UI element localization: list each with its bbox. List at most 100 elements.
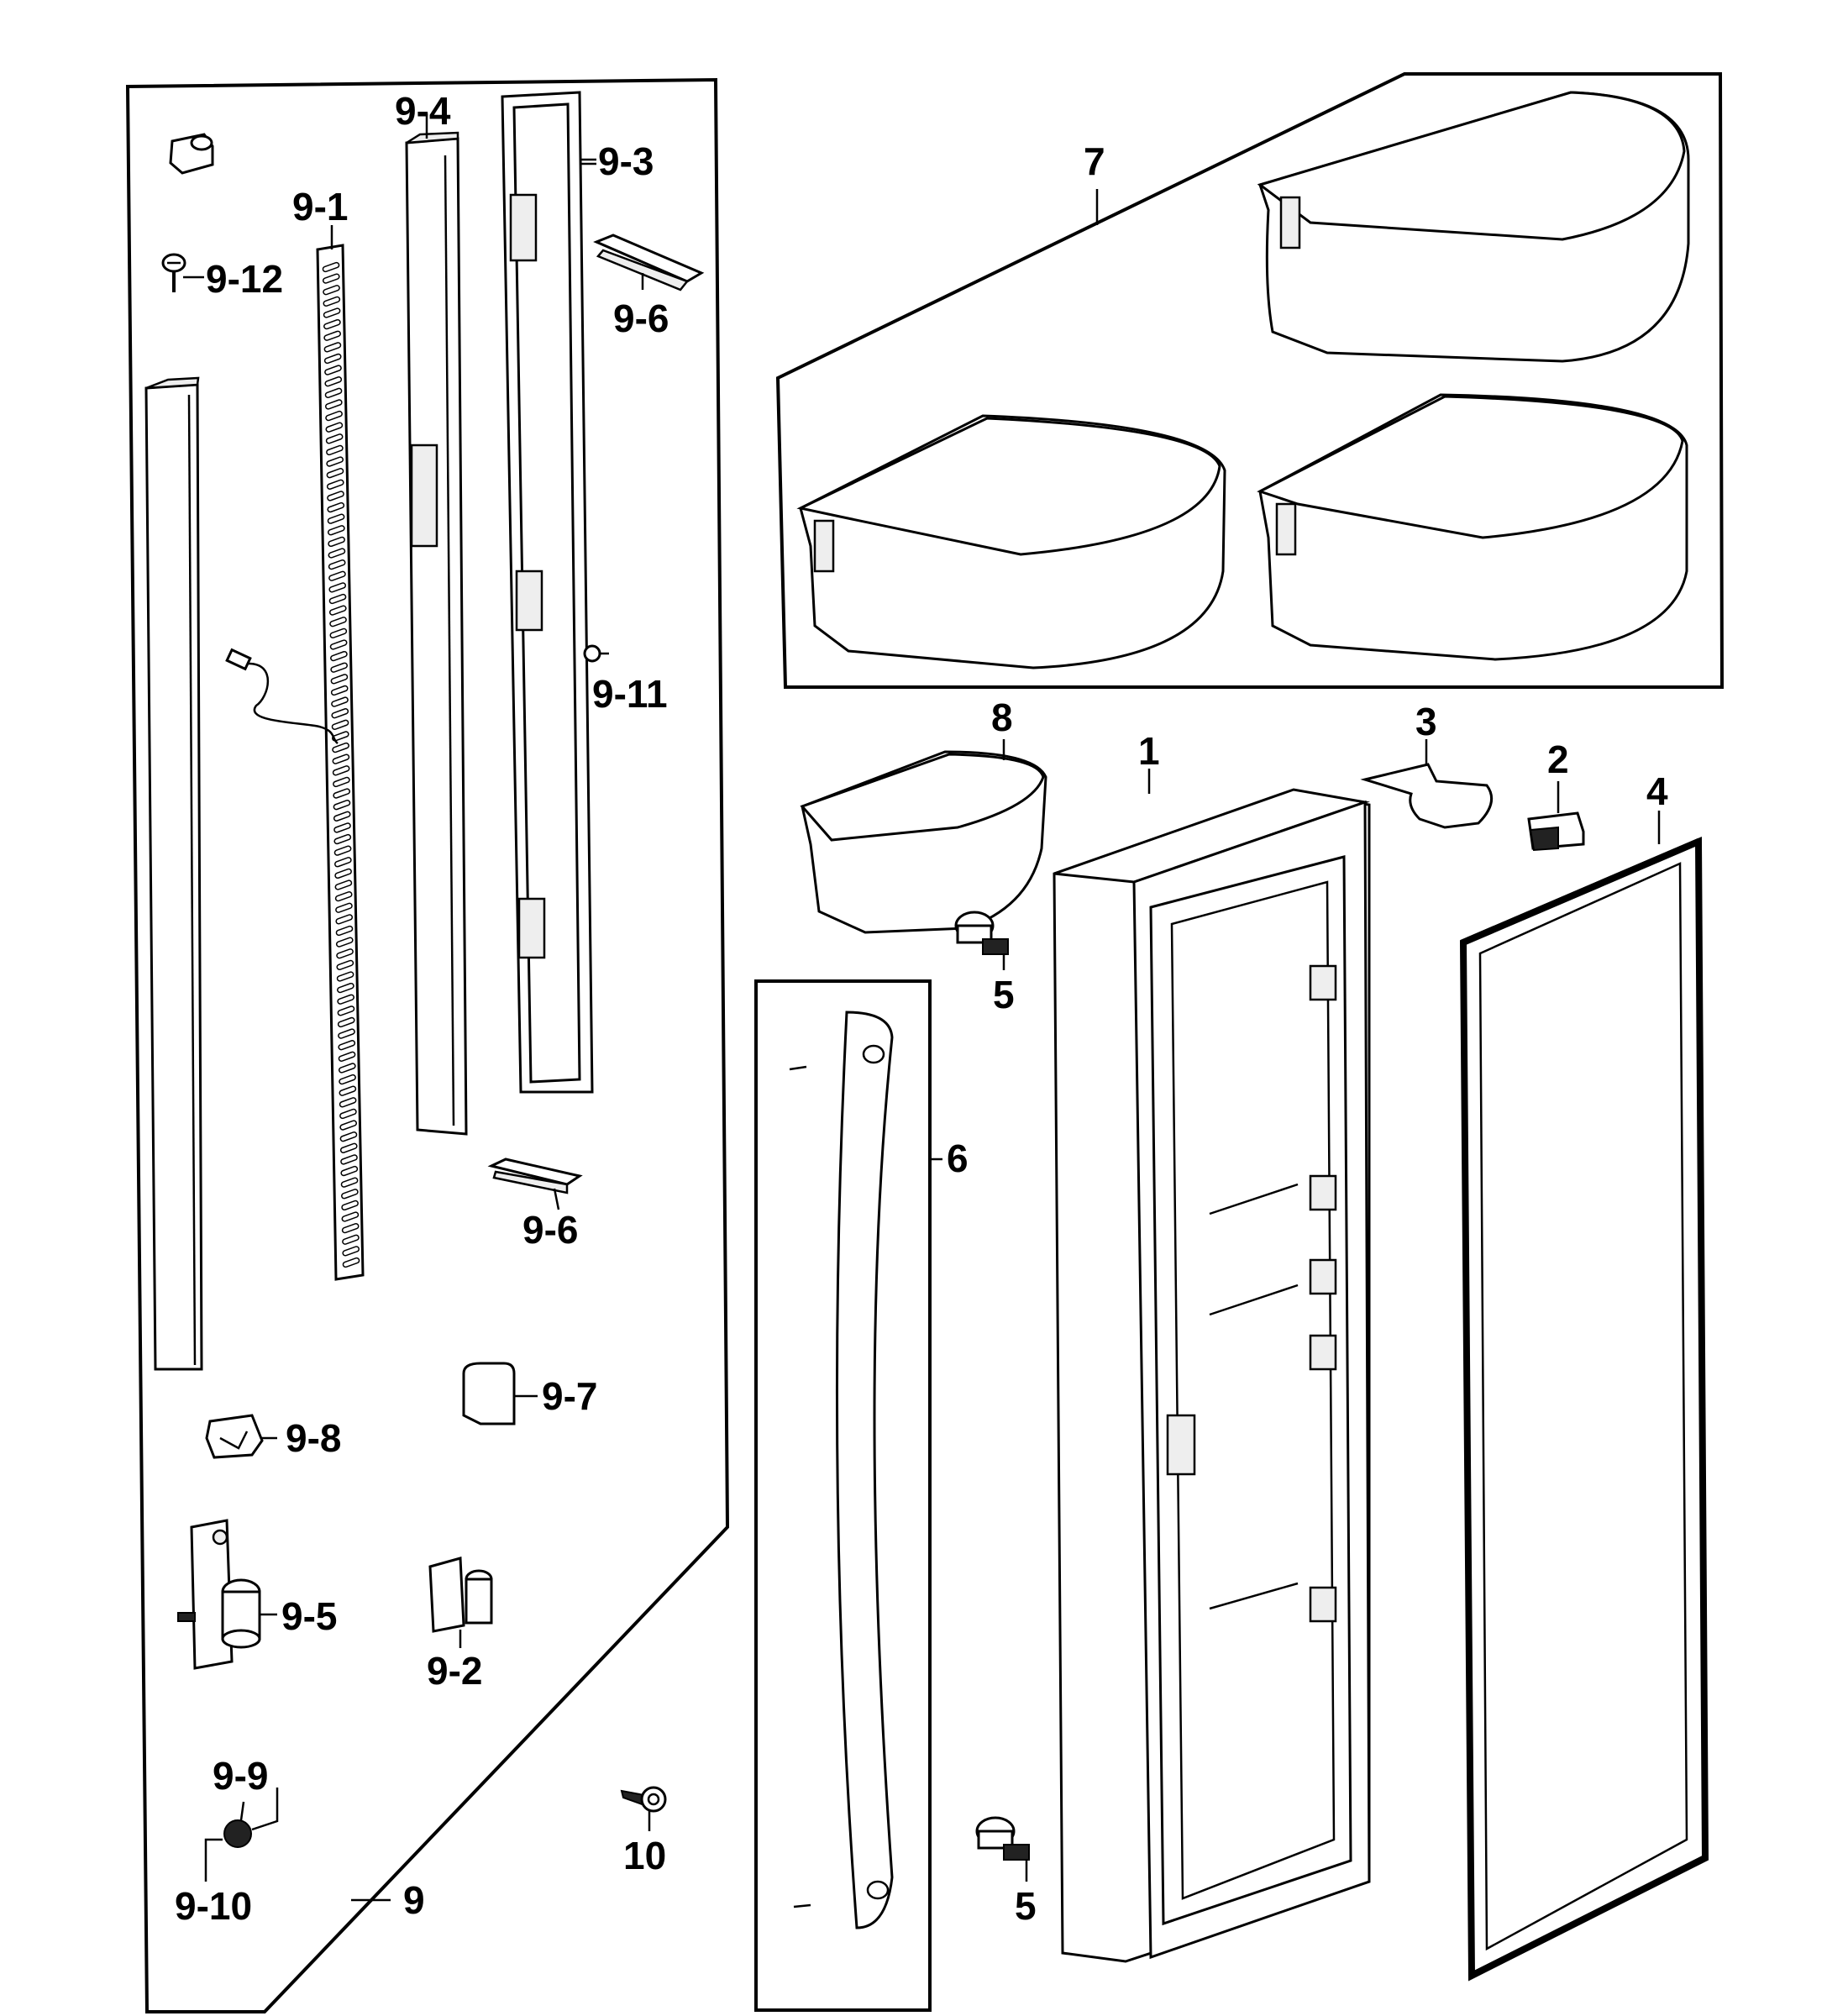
- vent-slot: [328, 570, 346, 581]
- part-9-9-spring: [204, 1788, 279, 1882]
- vent-slot: [337, 1016, 355, 1028]
- vent-slot: [330, 674, 349, 685]
- vent-slot: [340, 1165, 359, 1177]
- part-9-12-screw: [161, 253, 204, 292]
- part-9-6-clip-bottom: [487, 1158, 583, 1210]
- vent-slot: [324, 365, 342, 375]
- part-9-3-frame: [501, 91, 596, 1094]
- part-9-4-rail: [405, 113, 468, 1136]
- label-9-2: 9-2: [427, 1649, 482, 1693]
- vent-slot: [335, 937, 354, 948]
- vent-slot: [337, 982, 354, 994]
- vent-slot: [334, 868, 352, 879]
- vent-slot: [339, 1074, 356, 1085]
- label-9-9: 9-9: [213, 1754, 268, 1798]
- vent-slot: [329, 627, 348, 639]
- part-9-5-hinge: [177, 1519, 277, 1670]
- vent-slot: [333, 776, 350, 788]
- part-9-6-clip-top: [593, 234, 705, 291]
- label-9-7: 9-7: [542, 1374, 597, 1418]
- part-7-bin-top: [1257, 91, 1690, 363]
- vent-slot: [323, 330, 341, 341]
- vent-slot: [331, 708, 349, 719]
- label-9-4: 9-4: [395, 89, 451, 133]
- label-7: 7: [1084, 139, 1105, 183]
- vent-slot: [329, 617, 347, 627]
- label-1: 1: [1138, 729, 1160, 773]
- part-5-bushing-upper: [954, 911, 1009, 970]
- label-10: 10: [623, 1834, 666, 1877]
- vent-slot: [333, 800, 351, 811]
- vent-slot: [326, 479, 344, 490]
- vent-slot: [327, 491, 344, 501]
- vent-slot: [338, 1040, 356, 1051]
- label-9-8: 9-8: [286, 1416, 341, 1460]
- part-9-cap-top: [169, 133, 214, 175]
- vent-slot: [328, 593, 347, 605]
- label-5-lower: 5: [1015, 1884, 1037, 1928]
- vent-slot: [330, 662, 348, 673]
- vent-slot: [325, 433, 344, 444]
- vent-slot: [325, 422, 344, 433]
- vent-slot: [342, 1257, 360, 1268]
- vent-slot: [339, 1108, 357, 1120]
- part-9-11-screw: [583, 644, 609, 663]
- label-5-upper: 5: [993, 973, 1015, 1016]
- part-9-8-block: [205, 1414, 277, 1459]
- vent-slot: [339, 1142, 358, 1153]
- vent-slot: [333, 811, 351, 822]
- vent-slot: [323, 307, 341, 318]
- vent-slot: [322, 261, 340, 273]
- vent-slot: [326, 456, 344, 467]
- vent-slot: [328, 548, 346, 559]
- vent-slot: [339, 1085, 357, 1096]
- vent-slot: [324, 387, 343, 398]
- vent-slot: [331, 696, 349, 707]
- part-7-bin-right: [1257, 393, 1688, 661]
- part-trim-bar: [144, 376, 203, 1371]
- vent-slot: [326, 444, 344, 456]
- label-4: 4: [1646, 769, 1668, 813]
- label-9-10: 9-10: [175, 1884, 252, 1928]
- vent-slot: [338, 1028, 355, 1039]
- vent-slot: [331, 719, 349, 730]
- vent-slot: [342, 1234, 360, 1245]
- vent-slot: [334, 879, 353, 890]
- vent-slot: [328, 559, 346, 570]
- part-4-gasket: [1459, 811, 1709, 1982]
- label-9-12: 9-12: [206, 257, 283, 301]
- vent-slot: [334, 890, 353, 902]
- part-9-1-vent-strip: [316, 225, 365, 1281]
- part-8-bin: [800, 739, 1047, 934]
- vent-slot: [339, 1097, 357, 1108]
- part-5-bushing-lower: [975, 1816, 1030, 1882]
- vent-slot: [326, 468, 344, 479]
- vent-slot: [337, 994, 354, 1005]
- vent-slot: [330, 685, 349, 696]
- label-9-11: 9-11: [592, 672, 668, 716]
- vent-slot: [332, 753, 350, 764]
- vent-slot: [342, 1246, 360, 1257]
- group-6-outline: [754, 979, 932, 2012]
- vent-slot: [327, 501, 345, 513]
- vent-slot: [338, 1051, 356, 1062]
- vent-slot: [328, 536, 345, 548]
- vent-slot: [328, 582, 347, 593]
- vent-slot: [340, 1154, 358, 1165]
- vent-slot: [332, 765, 350, 776]
- vent-slot: [341, 1222, 360, 1234]
- vent-slot: [329, 639, 348, 650]
- label-8: 8: [991, 696, 1013, 739]
- vent-slot: [333, 845, 352, 856]
- vent-slot: [336, 959, 354, 971]
- vent-slot: [330, 650, 348, 662]
- part-2-block: [1527, 781, 1585, 852]
- group-9-outline: [125, 77, 730, 2013]
- label-9-6-bottom: 9-6: [522, 1208, 578, 1252]
- vent-slot: [323, 318, 341, 330]
- part-1-door: [1053, 769, 1371, 1963]
- vent-slot: [324, 376, 343, 387]
- vent-slot: [323, 285, 340, 296]
- part-9-2-hinge: [428, 1557, 493, 1648]
